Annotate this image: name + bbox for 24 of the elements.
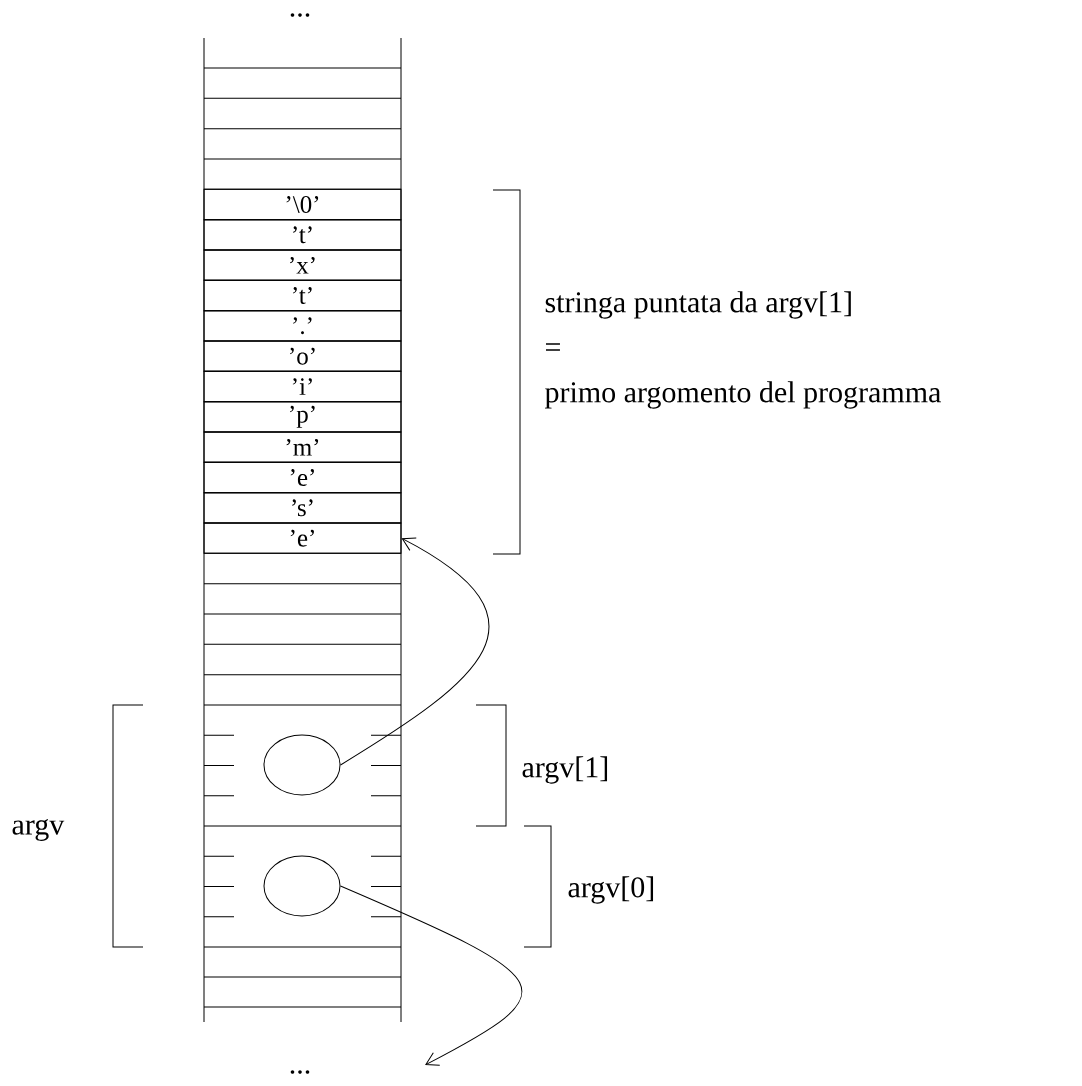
memory-cell: ’e’ <box>203 522 402 554</box>
memory-cell: ’p’ <box>203 401 402 433</box>
memory-cell: ’e’ <box>203 461 402 494</box>
arrow <box>340 537 490 766</box>
pointer-ellipse <box>263 855 341 917</box>
memory-cell: ’t’ <box>203 279 402 312</box>
memory-cell: ’.’ <box>203 310 402 342</box>
bracket-label: primo argomento del programma <box>545 381 941 409</box>
bracket-label: = <box>546 343 560 351</box>
bracket-label: argv[1] <box>522 756 608 784</box>
bracket-label: argv <box>12 819 65 841</box>
ellipsis: ... <box>290 13 310 17</box>
ellipsis: ... <box>290 1070 310 1074</box>
memory-cell: ’o’ <box>203 340 402 372</box>
memory-cell: ’\0’ <box>203 188 402 221</box>
arrow <box>340 885 523 1066</box>
bracket-label: stringa puntata da argv[1] <box>545 291 851 319</box>
memory-cell: ’s’ <box>203 492 402 524</box>
memory-cell: ’x’ <box>203 249 402 281</box>
bracket-label: argv[0] <box>568 876 654 904</box>
memory-cell: ’i’ <box>203 370 402 403</box>
pointer-ellipse <box>263 734 341 796</box>
memory-cell: ’m’ <box>203 431 402 463</box>
memory-cell: ’t’ <box>203 219 402 251</box>
